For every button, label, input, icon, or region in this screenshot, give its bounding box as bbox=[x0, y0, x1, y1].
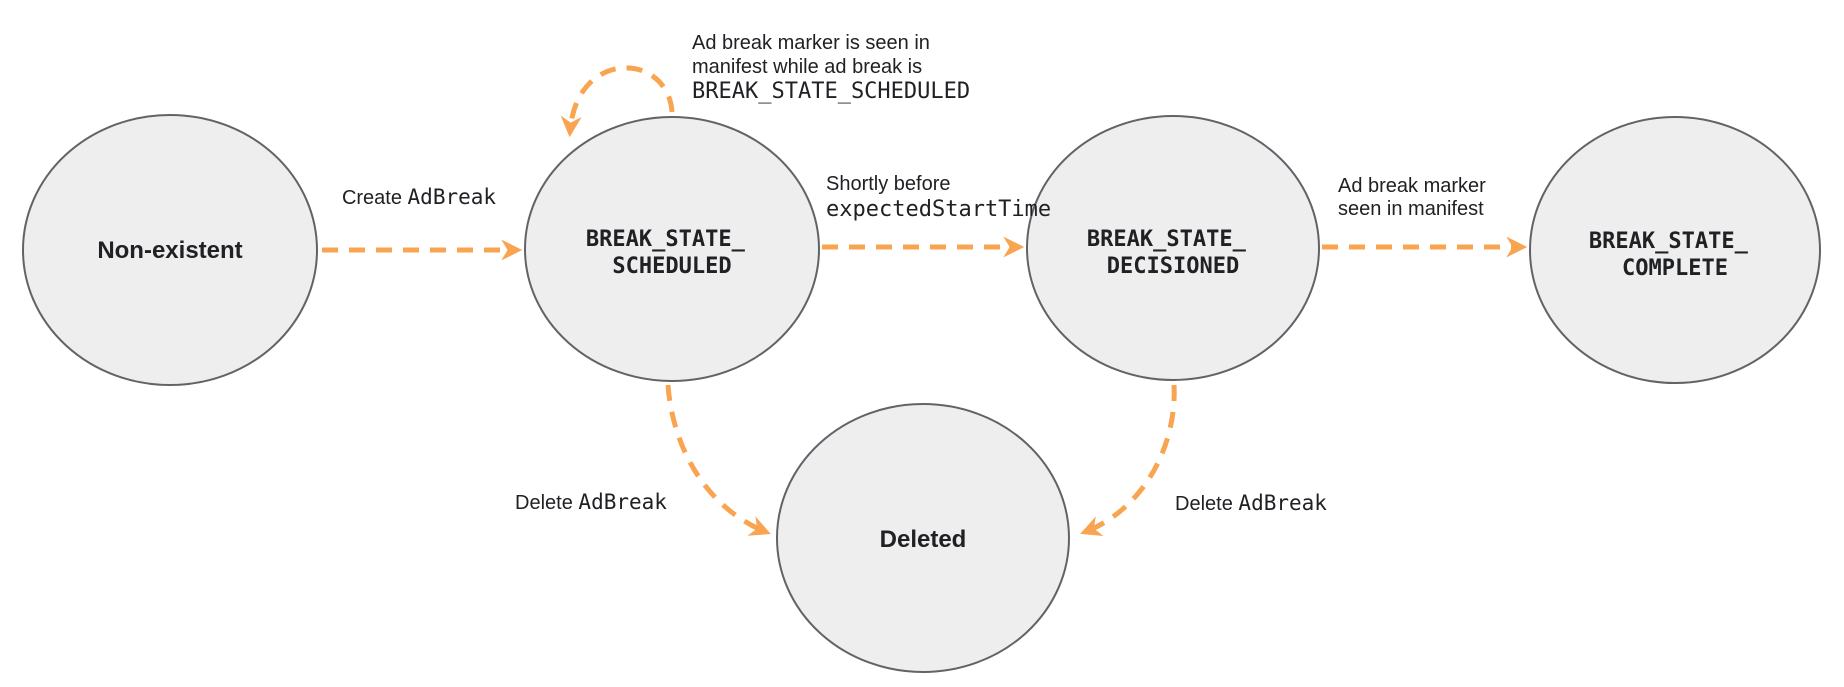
transition-arrow-self-loop bbox=[560, 65, 675, 138]
transition-label-to-complete-line1: Ad break marker bbox=[1338, 175, 1486, 197]
state-nonexistent-circle bbox=[22, 114, 318, 386]
state-deleted-label: Deleted bbox=[880, 526, 967, 553]
state-decisioned-label-line2: DECISIONED bbox=[1107, 254, 1239, 279]
transition-label-delete-left-code: AdBreak bbox=[578, 490, 667, 514]
transition-label-delete-left-text: Delete bbox=[515, 492, 578, 514]
state-scheduled-label-line1: BREAK_STATE_ bbox=[586, 227, 746, 252]
transition-arrow-delete-from-scheduled bbox=[665, 384, 771, 536]
state-nonexistent-label: Non-existent bbox=[97, 237, 242, 264]
state-scheduled-circle bbox=[524, 116, 820, 382]
transition-label-create: Create AdBreak bbox=[342, 185, 496, 209]
state-deleted-circle bbox=[776, 403, 1070, 673]
state-complete-label-line1: BREAK_STATE_ bbox=[1589, 229, 1749, 254]
transition-label-create-code: AdBreak bbox=[408, 185, 497, 209]
transition-label-self-loop: Ad break marker is seen in manifest whil… bbox=[692, 32, 970, 104]
transition-label-create-text: Create bbox=[342, 187, 408, 209]
state-decisioned-circle bbox=[1026, 115, 1320, 381]
state-decisioned-label: BREAK_STATE_ DECISIONED bbox=[1087, 227, 1259, 279]
transition-label-to-decisioned-line2: expectedStartTime bbox=[826, 197, 1051, 222]
transition-label-self-loop-line3: BREAK_STATE_SCHEDULED bbox=[692, 79, 970, 104]
transition-label-to-complete: Ad break marker seen in manifest bbox=[1338, 175, 1491, 220]
state-decisioned-label-line1: BREAK_STATE_ bbox=[1087, 227, 1247, 252]
state-complete-label: BREAK_STATE_ COMPLETE bbox=[1589, 229, 1761, 281]
transition-label-to-decisioned-line1: Shortly before bbox=[826, 173, 951, 195]
transition-label-to-complete-line2: seen in manifest bbox=[1338, 198, 1484, 220]
state-scheduled-label: BREAK_STATE_ SCHEDULED bbox=[586, 227, 758, 279]
state-complete-circle bbox=[1529, 116, 1821, 384]
transition-arrow-delete-from-decisioned bbox=[1080, 384, 1177, 536]
state-scheduled-label-line2: SCHEDULED bbox=[612, 254, 731, 279]
transition-label-delete-from-scheduled: Delete AdBreak bbox=[515, 490, 667, 514]
transition-label-delete-right-text: Delete bbox=[1175, 493, 1238, 515]
transition-label-delete-from-decisioned: Delete AdBreak bbox=[1175, 491, 1327, 515]
transition-label-to-decisioned: Shortly before expectedStartTime bbox=[826, 173, 1051, 222]
state-complete-label-line2: COMPLETE bbox=[1622, 256, 1728, 281]
transition-label-self-loop-line1: Ad break marker is seen in bbox=[692, 32, 930, 54]
transition-label-self-loop-line2: manifest while ad break is bbox=[692, 56, 922, 78]
transition-label-delete-right-code: AdBreak bbox=[1238, 491, 1327, 515]
